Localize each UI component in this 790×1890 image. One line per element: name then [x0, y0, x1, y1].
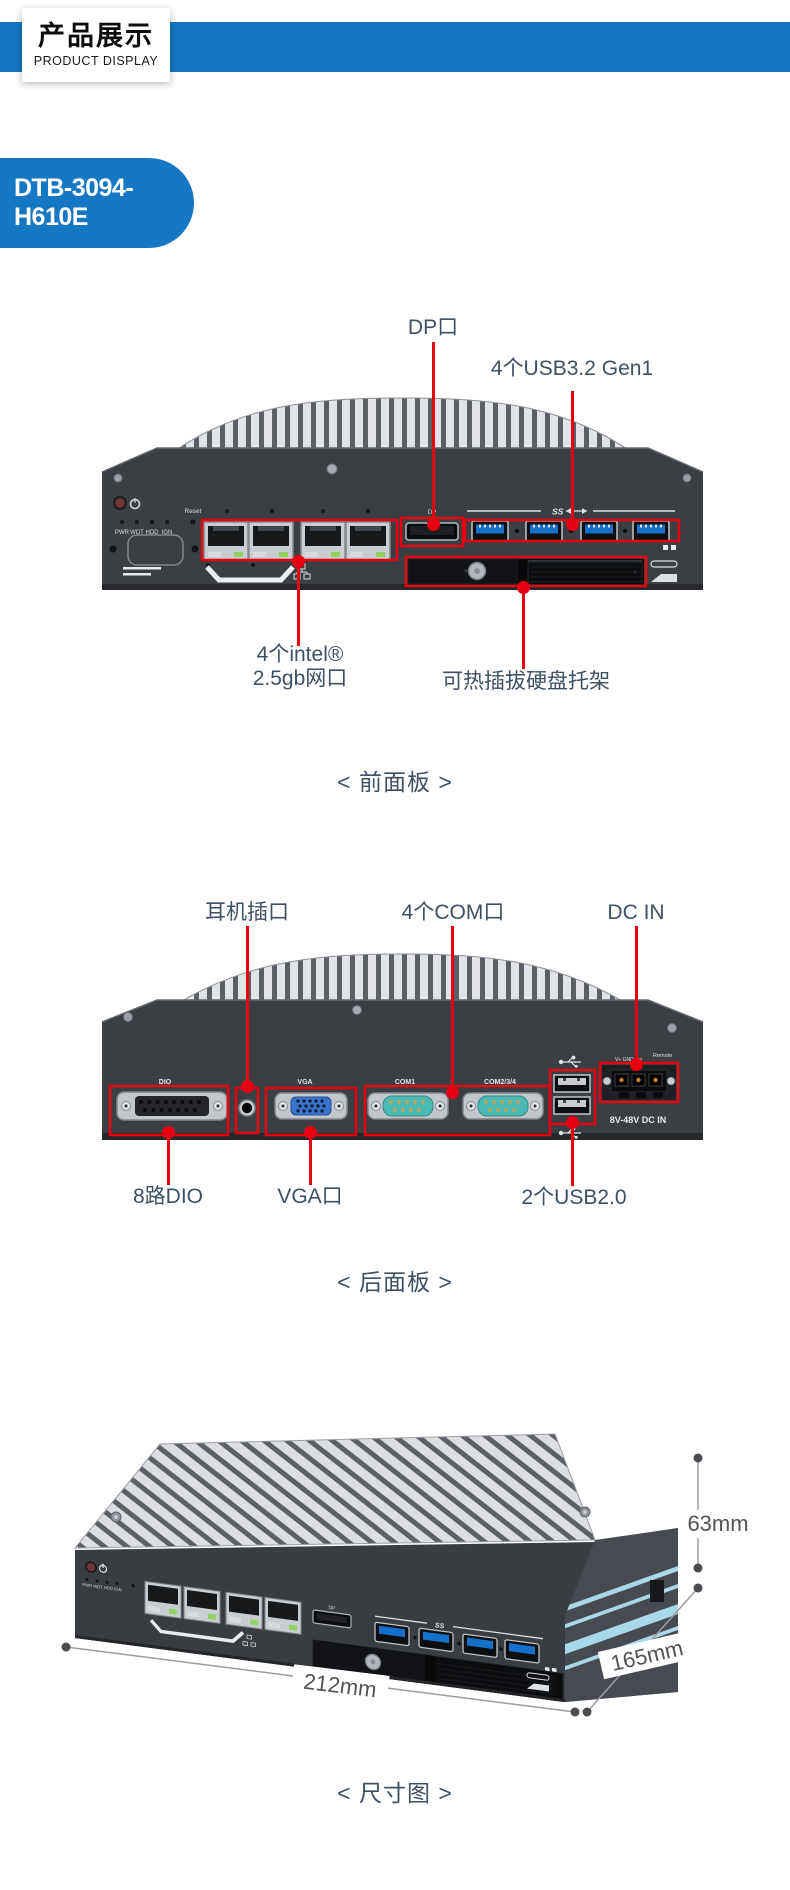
dcin-voltage-label: 8V-48V DC IN: [610, 1115, 667, 1125]
audio-jack: [238, 1099, 256, 1117]
iso-front-ports: PWR WDT HDD IGN DP SS: [82, 1561, 564, 1702]
callout-label-dio: 8路DIO: [132, 1185, 204, 1208]
status-leds: PWR WDT HDD IGN: [115, 520, 172, 536]
callout-line-vga: [308, 1133, 312, 1185]
page-title: 产品展示: [38, 20, 154, 51]
power-icon: [129, 497, 141, 510]
callout-dot-com: [445, 1086, 459, 1099]
callout-dot-usb3: [565, 518, 579, 531]
front-panel-caption: < 前面板 >: [337, 769, 453, 795]
svg-text:DP: DP: [329, 1605, 337, 1612]
callout-line-usb3: [570, 391, 574, 526]
callout-label-lan: 4个intel® 2.5gb网口: [252, 643, 348, 690]
dio-port-label: DIO: [159, 1079, 172, 1086]
vga-port-label: VGA: [297, 1079, 312, 1086]
callout-line-dp: [431, 342, 435, 526]
com234-port-label: COM2/3/4: [484, 1079, 516, 1086]
callout-dot-dio: [161, 1126, 175, 1139]
svg-text:PWR: PWR: [115, 530, 130, 536]
iso-heatsink: [73, 1433, 596, 1549]
callout-dot-dcin: [629, 1058, 643, 1071]
callout-label-vga: VGA口: [277, 1185, 343, 1208]
dimension-caption: < 尺寸图 >: [337, 1780, 453, 1806]
hot-swap-icon: [650, 560, 678, 582]
rear-panel-photo: DIO VGA COM1 COM2/3/4: [101, 953, 704, 1140]
callout-dot-audio: [240, 1080, 254, 1093]
callout-dot-vga: [303, 1126, 317, 1139]
com-ports: [367, 1092, 544, 1120]
svg-text:WDT: WDT: [130, 530, 144, 536]
callout-line-audio: [245, 926, 249, 1086]
header-title-box: 产品展示 PRODUCT DISPLAY: [22, 8, 170, 82]
callout-label-usb2: 2个USB2.0: [521, 1186, 627, 1209]
dio-port: [116, 1091, 228, 1121]
svg-text:IGN: IGN: [162, 530, 173, 536]
callout-dot-dp: [426, 518, 440, 531]
dimension-height-value: 63mm: [687, 1511, 748, 1536]
model-number: DTB-3094-H610E: [14, 174, 134, 231]
usb2-icon-top: [558, 1055, 581, 1068]
reset-label: Reset: [185, 508, 202, 515]
callout-label-bay: 可热插拔硬盘托架: [442, 670, 610, 693]
dcin-terminal: [602, 1065, 676, 1100]
dcin-pins-label: V+ GND Ign: [615, 1057, 642, 1063]
callout-label-dcin: DC IN: [607, 901, 665, 924]
dimension-height: 63mm: [680, 1453, 756, 1573]
svg-text:HDD: HDD: [146, 530, 160, 536]
callout-dot-lan: [291, 555, 305, 568]
drive-bay: [407, 558, 644, 585]
callout-line-com: [450, 926, 454, 1092]
callout-line-dio: [166, 1133, 170, 1185]
page-subtitle: PRODUCT DISPLAY: [33, 54, 159, 69]
callout-line-lan: [296, 561, 300, 646]
front-panel-photo: PWR WDT HDD IGN Reset: [101, 397, 704, 590]
callout-label-com: 4个COM口: [401, 901, 505, 924]
usb2-ports: [553, 1074, 591, 1115]
callout-dot-bay: [516, 581, 530, 594]
callout-line-usb2: [570, 1122, 574, 1186]
dcin-remote-label: Remote: [653, 1053, 672, 1059]
power-button: [113, 496, 127, 510]
rear-panel-caption: < 后面板 >: [337, 1269, 453, 1295]
vga-port: [274, 1092, 348, 1120]
reset-button: [190, 519, 196, 525]
callout-line-bay: [521, 587, 525, 669]
callout-label-audio: 耳机插口: [205, 901, 289, 924]
dimension-photo: PWR WDT HDD IGN DP SS: [61, 1433, 756, 1717]
callout-label-usb3: 4个USB3.2 Gen1: [490, 357, 654, 380]
model-badge: DTB-3094-H610E: [0, 158, 194, 248]
svg-text:PWR WDT HDD IGN: PWR WDT HDD IGN: [82, 1582, 121, 1592]
svg-text:SS: SS: [552, 507, 564, 517]
front-bracket-mark: [205, 565, 295, 583]
front-slot-outline: [127, 534, 184, 566]
usb-ss-legend: SS: [467, 507, 675, 517]
callout-label-dp: DP口: [407, 316, 459, 339]
com1-port-label: COM1: [395, 1079, 415, 1086]
svg-text:SS: SS: [435, 1622, 445, 1630]
callout-line-dcin: [634, 926, 638, 1064]
callout-dot-usb2: [565, 1116, 579, 1129]
